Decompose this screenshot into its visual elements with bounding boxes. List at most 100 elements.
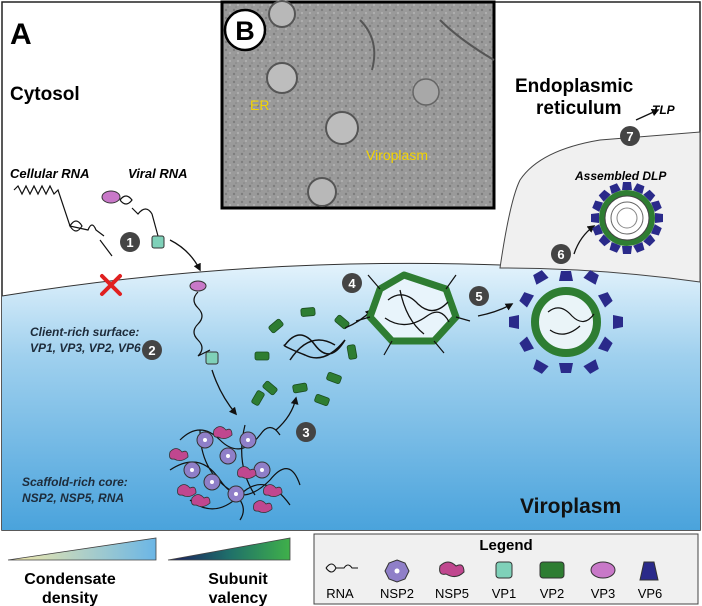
vp2-molecule: [292, 382, 308, 394]
panel-b-micrograph: B ER Viroplasm: [220, 0, 496, 210]
svg-text:Condensate: Condensate: [24, 571, 116, 588]
em-viroplasm-label: Viroplasm: [366, 147, 428, 163]
vp6-molecule: [533, 270, 549, 285]
legend-label-nsp5: NSP5: [435, 586, 469, 601]
vp6-molecule: [633, 241, 645, 253]
em-er-label: ER: [250, 97, 269, 113]
arrow-3: [275, 396, 299, 431]
vp6-molecule: [583, 359, 599, 374]
vp1-icon: [495, 561, 513, 579]
legend-label-vp1: VP1: [492, 586, 517, 601]
vp1-icon: [151, 235, 165, 249]
cellular-rna: Cellular RNA: [10, 166, 122, 296]
svg-text:valency: valency: [209, 590, 268, 606]
assembled-dlp-label: Assembled DLP: [574, 169, 667, 183]
nsp2-molecule-center: [226, 454, 230, 458]
vp6-molecule: [609, 183, 621, 195]
svg-text:Viral RNA: Viral RNA: [128, 166, 187, 181]
arrow-6: [573, 225, 596, 255]
viroplasm-region: [2, 263, 700, 530]
vp6-molecule: [509, 315, 519, 329]
vp2-molecule: [326, 372, 342, 384]
nsp2-molecule-center: [234, 492, 238, 496]
arrow-2: [211, 369, 238, 416]
vp2-molecule: [251, 390, 265, 406]
assembled-dlp: Assembled DLP TLP: [574, 103, 676, 254]
vp6-molecule: [598, 292, 613, 308]
legend-title: Legend: [479, 537, 532, 554]
nsp5-molecule: [263, 484, 283, 497]
step-7: 7: [620, 126, 640, 146]
vp2-molecule: [346, 344, 358, 360]
vp3-icon: [101, 190, 121, 204]
step-2: 2: [142, 340, 162, 360]
vp6-molecule: [519, 336, 534, 352]
step-5: 5: [469, 286, 489, 306]
scaffold-core-proteins: NSP2, NSP5, RNA: [22, 491, 124, 505]
nsp2-cluster: [183, 431, 271, 503]
vp6-molecule: [622, 182, 632, 190]
panel-b-letter: B: [235, 16, 255, 46]
nsp5-cluster: [169, 426, 283, 513]
svg-text:5: 5: [475, 289, 482, 304]
viral-rna: Viral RNA: [101, 166, 201, 272]
nsp2-icon-center: [394, 568, 400, 574]
nsp5-molecule: [253, 500, 273, 513]
em-vesicle: [412, 78, 440, 106]
density-gradient: Condensate density: [7, 537, 157, 606]
tlp-label: TLP: [652, 103, 676, 117]
nsp5-icon: [439, 561, 465, 578]
em-vesicle: [325, 111, 359, 145]
legend-label-nsp2: NSP2: [380, 586, 414, 601]
vp2-recruitment-cluster: [251, 307, 358, 406]
vp6-molecule: [622, 246, 632, 254]
vp6-molecule: [650, 200, 662, 212]
svg-text:density: density: [42, 590, 98, 606]
scaffold-core-label: Scaffold-rich core:: [22, 475, 128, 489]
vp6-molecule: [559, 363, 573, 373]
em-vesicle: [266, 62, 298, 94]
svg-text:Cellular RNA: Cellular RNA: [10, 166, 89, 181]
svg-text:2: 2: [148, 343, 155, 358]
rna-icon: [325, 563, 358, 573]
vp2-icon: [539, 561, 565, 579]
svg-text:4: 4: [348, 276, 356, 291]
scaffold-condensate: [169, 424, 301, 521]
panel-a-letter: A: [10, 18, 32, 51]
vp2-molecule: [262, 380, 278, 396]
vp6-molecule: [591, 213, 599, 223]
vp6-icon: [639, 561, 659, 581]
nsp5-molecule: [177, 484, 197, 497]
vp6-molecule: [598, 234, 611, 247]
legend: Legend RNA NSP2 NSP5 VP1 VP2 VP3 VP6: [313, 533, 699, 605]
vp6-molecule: [598, 189, 611, 202]
cytosol-label: Cytosol: [10, 84, 80, 105]
vp6-molecule: [583, 270, 599, 285]
viroplasm-label: Viroplasm: [520, 495, 621, 518]
rna-in-viroplasm: [189, 280, 219, 365]
vp6-molecule: [592, 224, 604, 236]
vp6-molecule: [533, 359, 549, 374]
vp2-molecule: [314, 394, 330, 406]
vp1-icon: [205, 351, 219, 365]
em-vesicle: [268, 0, 296, 28]
vp2-molecule: [254, 351, 270, 361]
vp6-molecule: [650, 224, 662, 236]
legend-label-rna: RNA: [326, 586, 354, 601]
er-label-line2: reticulum: [536, 98, 622, 119]
nsp2-molecule-center: [246, 438, 250, 442]
nsp5-molecule: [237, 466, 257, 479]
svg-text:3: 3: [302, 425, 309, 440]
nsp5-molecule: [191, 494, 211, 507]
client-surface-proteins: VP1, VP3, VP2, VP6: [30, 341, 141, 355]
vp6-molecule: [609, 241, 621, 253]
valency-gradient: Subunit valency: [167, 537, 291, 606]
step-3: 3: [296, 422, 316, 442]
vp6-molecule: [633, 183, 645, 195]
em-vesicle: [307, 177, 337, 207]
arrow-7: [635, 109, 660, 121]
svg-text:1: 1: [126, 235, 133, 250]
svg-text:Subunit: Subunit: [208, 571, 268, 588]
vp6-molecule: [643, 234, 656, 247]
